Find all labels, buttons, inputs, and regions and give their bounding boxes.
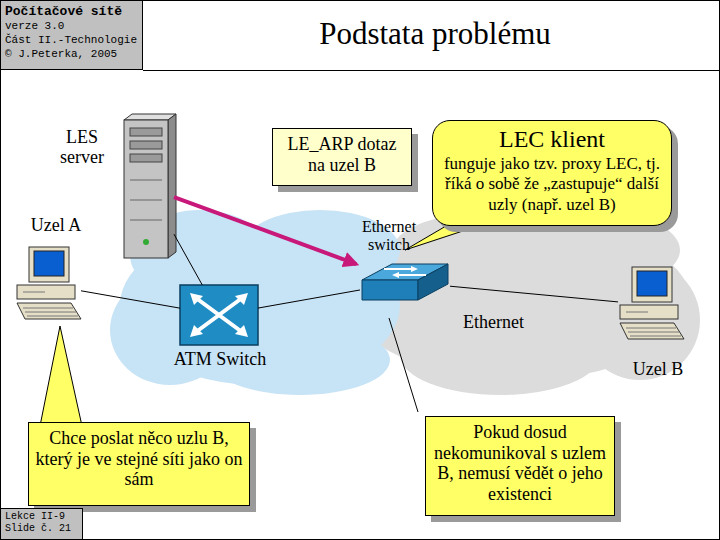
device-label: ATM Switch <box>162 350 278 370</box>
callout-box: Chce poslat něco uzlu B, který je ve ste… <box>28 422 250 506</box>
switch-node: ATM Switch <box>180 285 258 345</box>
box-heading: LE_ARP dotaz na uzel B <box>279 134 405 175</box>
atm-switch-icon <box>180 285 258 345</box>
box-text: Slide č. 21 <box>5 523 78 535</box>
device-label: Uzel A <box>18 216 94 236</box>
computer-icon <box>620 267 684 339</box>
box-heading: Chce poslat něco uzlu B, který je ve ste… <box>35 428 243 490</box>
query-box: LE_ARP dotaz na uzel B <box>272 128 412 186</box>
computer-node: Uzel B <box>618 265 684 345</box>
computer-node: Uzel A <box>15 245 81 325</box>
device-label: LES server <box>50 128 114 168</box>
header-rule <box>143 70 720 71</box>
footer-box: Lekce II-9Slide č. 21 <box>0 508 83 540</box>
network-link <box>258 290 360 308</box>
network-link <box>174 234 202 285</box>
device-label: Ethernet switch <box>350 218 428 253</box>
callout-bubble: LEC klientfunguje jako tzv. proxy LEC, t… <box>432 120 672 226</box>
callout-tail <box>40 326 82 426</box>
leader-line <box>389 318 418 412</box>
header-box: Počítačové sítěverze 3.0Část II.-Technol… <box>0 0 143 70</box>
box-heading: Pokud dosud nekomunikoval s uzlem B, nem… <box>432 422 608 505</box>
server-node: LES server <box>122 115 174 260</box>
network-link <box>81 291 180 308</box>
device-label: Uzel B <box>618 360 698 380</box>
box-heading: Lekce II-9 <box>5 511 78 523</box>
computer-icon <box>17 247 81 319</box>
box-text: Část II.-Technologie <box>5 34 138 48</box>
network-label: Ethernet <box>463 312 524 333</box>
note-box: Pokud dosud nekomunikoval s uzlem B, nem… <box>425 416 615 516</box>
box-heading: Počítačové sítě <box>5 4 138 20</box>
switch-node: Ethernet switch <box>360 262 450 302</box>
slide-title: Podstata problému <box>150 16 720 52</box>
box-text: funguje jako tzv. proxy LEC, tj. říká o … <box>437 154 667 215</box>
box-text: verze 3.0 <box>5 20 138 34</box>
server-icon <box>124 114 176 258</box>
box-text: © J.Peterka, 2005 <box>5 48 138 62</box>
network-link <box>450 286 618 302</box>
query-arrow <box>174 197 356 264</box>
box-heading: LEC klient <box>437 125 667 154</box>
ethernet-switch-icon <box>362 264 448 300</box>
ethernet-cloud <box>350 210 700 395</box>
